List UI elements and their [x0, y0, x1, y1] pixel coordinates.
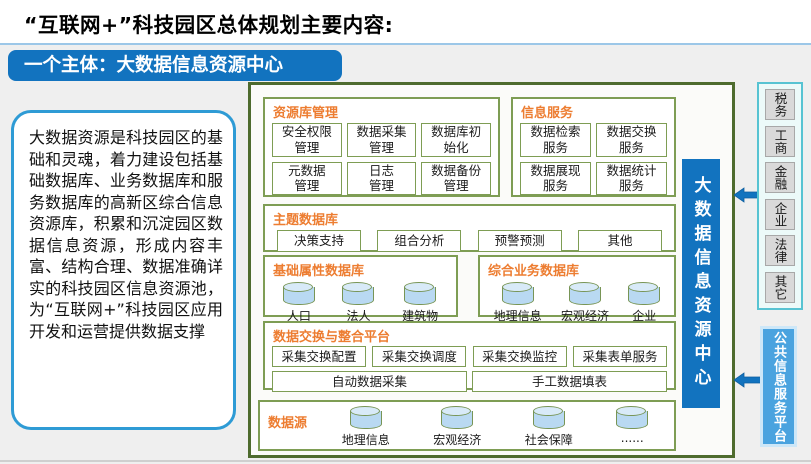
database-label: 宏观经济 — [433, 433, 482, 447]
database-label: 宏观经济 — [560, 309, 609, 323]
database-label: 地理信息 — [493, 309, 542, 323]
title-divider-line — [0, 43, 811, 45]
database-label: 地理信息 — [341, 433, 390, 447]
info-service-grid: 数据检索 服务 数据交换 服务 数据展现 服务 数据统计 服务 — [513, 122, 674, 201]
database-cylinder-icon — [282, 282, 315, 305]
exchange-row-2: 自动数据采集 手工数据填表 — [265, 367, 674, 392]
section-title: 信息服务 — [521, 106, 574, 121]
external-item: 税务 — [765, 89, 795, 120]
section-banner: 一个主体：大数据信息资源中心 — [8, 50, 342, 81]
item-box: 数据展现 服务 — [520, 161, 591, 195]
data-source-row: 地理信息 宏观经济 社会保障 ...... — [260, 403, 674, 448]
database-label: 社会保障 — [524, 433, 573, 447]
database-item: ...... — [616, 403, 649, 448]
database-cylinder-icon — [628, 282, 661, 305]
database-cylinder-icon — [532, 406, 565, 429]
description-box: 大数据资源是科技园区的基础和灵魂，着力建设包括基础数据库、业务数据库和服务数据库… — [11, 110, 236, 430]
item-box: 数据采集 管理 — [346, 123, 417, 157]
item-box: 采集交换调度 — [372, 346, 467, 367]
title-band — [0, 0, 811, 43]
public-info-platform: 公共信息服务平台 — [760, 326, 797, 447]
item-box: 数据库初 始化 — [421, 123, 491, 157]
database-item: 地理信息 — [494, 279, 542, 324]
item-box: 手工数据填表 — [472, 371, 667, 392]
section-exchange-platform: 数据交换与整合平台 采集交换配置 采集交换调度 采集交换监控 采集表单服务 自动… — [263, 321, 676, 392]
basic-db-row: 人口 法人 建筑物 — [265, 279, 456, 324]
database-cylinder-icon — [404, 282, 437, 305]
item-box: 安全权限 管理 — [272, 123, 342, 157]
page-title: “互联网+”科技园区总体规划主要内容: — [24, 13, 394, 37]
section-title: 数据源 — [268, 416, 308, 431]
exchange-row-1: 采集交换配置 采集交换调度 采集交换监控 采集表单服务 — [265, 346, 674, 367]
database-cylinder-icon — [568, 282, 601, 305]
section-basic-attribute-db: 基础属性数据库 人口 法人 建筑物 — [263, 255, 458, 323]
bottom-divider-line — [0, 460, 811, 462]
external-item: 金融 — [765, 162, 795, 194]
external-item: 工商 — [765, 125, 795, 157]
item-box: 数据统计 服务 — [596, 161, 667, 195]
theme-database-row: 决策支持 组合分析 预警预测 其他 — [265, 229, 674, 258]
item-box: 采集交换配置 — [272, 346, 366, 367]
database-item: 建筑物 — [402, 279, 438, 324]
database-label: 企业 — [632, 309, 657, 323]
section-title: 主题数据库 — [273, 213, 339, 228]
database-cylinder-icon — [441, 406, 474, 429]
section-title: 基础属性数据库 — [273, 264, 365, 279]
item-box: 自动数据采集 — [272, 371, 467, 392]
item-box: 其他 — [577, 230, 662, 252]
external-systems-panel: 税务 工商 金融 企业 法律 其它 — [757, 82, 803, 310]
item-box: 决策支持 — [277, 230, 361, 252]
database-item: 企业 — [628, 279, 661, 324]
database-item: 社会保障 — [525, 403, 573, 448]
item-box: 采集表单服务 — [572, 346, 667, 367]
section-data-source: 数据源 地理信息 宏观经济 社会保障 ...... — [258, 400, 676, 451]
external-item: 其它 — [765, 271, 795, 303]
section-title: 数据交换与整合平台 — [273, 330, 391, 345]
database-item: 人口 — [282, 279, 315, 324]
database-item: 地理信息 — [342, 403, 390, 448]
external-item: 法律 — [765, 235, 795, 267]
item-box: 数据备份 管理 — [421, 161, 491, 195]
item-box: 数据交换 服务 — [596, 123, 667, 157]
big-data-center-bar: 大数据信息资源中心 — [682, 159, 720, 408]
item-box: 预警预测 — [477, 230, 562, 252]
item-box: 日志 管理 — [346, 161, 417, 195]
item-box: 采集交换监控 — [472, 346, 567, 367]
section-title: 综合业务数据库 — [488, 264, 580, 279]
resource-management-grid: 安全权限 管理 数据采集 管理 数据库初 始化 元数据 管理 日志 管理 数据备… — [265, 122, 498, 201]
section-info-service: 信息服务 数据检索 服务 数据交换 服务 数据展现 服务 数据统计 服务 — [511, 97, 676, 197]
diagram-container: 资源库管理 安全权限 管理 数据采集 管理 数据库初 始化 元数据 管理 日志 … — [248, 82, 735, 458]
database-item: 宏观经济 — [433, 403, 481, 448]
item-box: 元数据 管理 — [272, 161, 342, 195]
database-label: 建筑物 — [402, 309, 439, 323]
section-resource-management: 资源库管理 安全权限 管理 数据采集 管理 数据库初 始化 元数据 管理 日志 … — [263, 97, 500, 197]
database-label: 法人 — [346, 309, 371, 323]
business-db-row: 地理信息 宏观经济 企业 — [480, 279, 674, 324]
database-cylinder-icon — [616, 406, 649, 429]
item-box: 数据检索 服务 — [520, 123, 591, 157]
item-box: 组合分析 — [377, 230, 462, 252]
section-theme-database: 主题数据库 决策支持 组合分析 预警预测 其他 — [263, 204, 676, 252]
section-title: 资源库管理 — [273, 106, 339, 121]
database-cylinder-icon — [501, 282, 534, 305]
external-item: 企业 — [765, 198, 795, 230]
database-label: ...... — [620, 431, 644, 445]
database-item: 宏观经济 — [561, 279, 609, 324]
database-cylinder-icon — [342, 282, 375, 305]
database-item: 法人 — [342, 279, 375, 324]
database-cylinder-icon — [349, 406, 382, 429]
database-label: 人口 — [286, 309, 311, 323]
section-business-db: 综合业务数据库 地理信息 宏观经济 企业 — [478, 255, 676, 323]
